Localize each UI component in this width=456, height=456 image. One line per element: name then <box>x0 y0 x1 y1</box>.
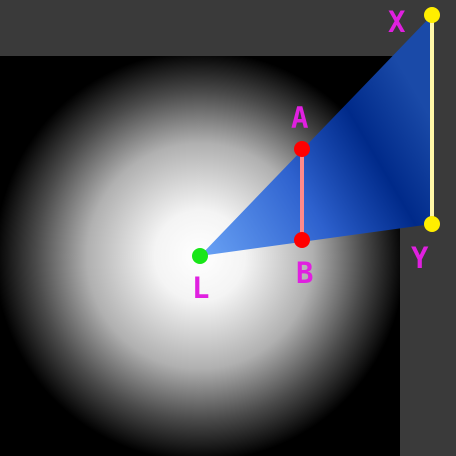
point-b[interactable] <box>294 232 310 248</box>
label-a: A <box>291 101 308 135</box>
label-y: Y <box>411 241 429 275</box>
point-x[interactable] <box>424 7 440 23</box>
point-y[interactable] <box>424 216 440 232</box>
label-l: L <box>192 271 209 305</box>
point-a[interactable] <box>294 141 310 157</box>
projection-cone <box>200 15 432 256</box>
label-x: X <box>388 5 406 39</box>
label-b: B <box>296 256 313 290</box>
light-point-l[interactable] <box>192 248 208 264</box>
top-wall <box>0 0 456 56</box>
